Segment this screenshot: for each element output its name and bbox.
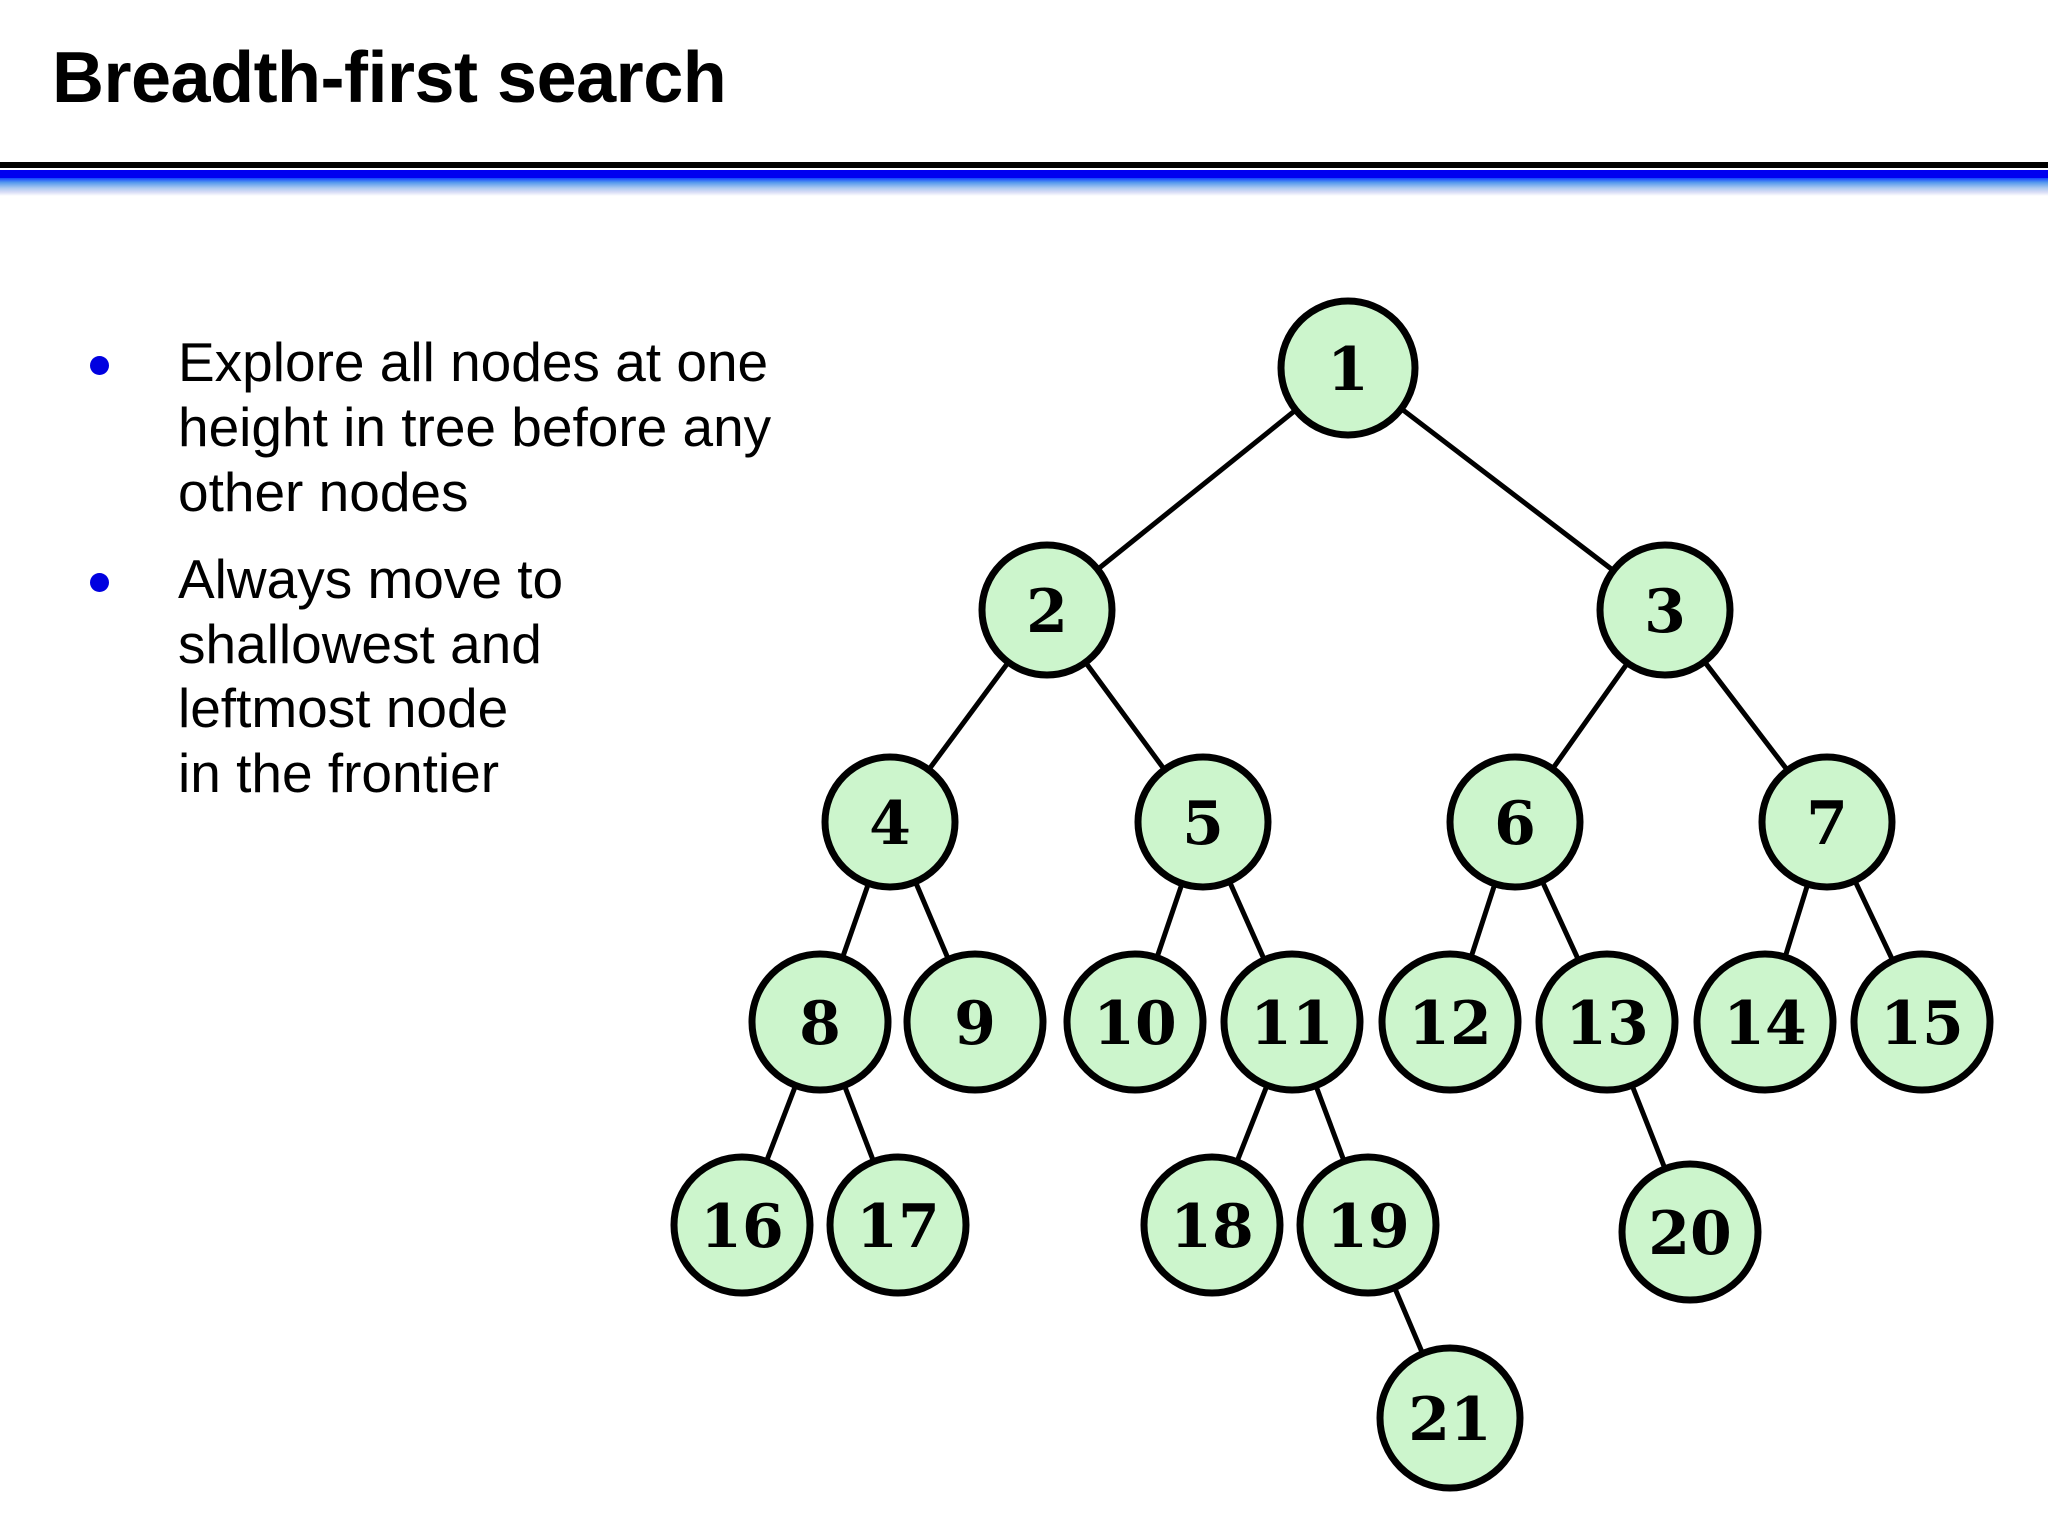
tree-node-label: 6 (1494, 789, 1536, 859)
tree-node-14[interactable]: 14 (1693, 950, 1837, 1094)
tree-edge (1398, 405, 1617, 574)
tree-node-1[interactable]: 1 (1277, 297, 1419, 439)
tree-edge (1782, 881, 1811, 960)
tree-node-6[interactable]: 6 (1446, 753, 1584, 891)
list-item: Always move to shallowest and leftmost n… (90, 547, 970, 807)
tree-node-circle[interactable] (670, 1153, 814, 1297)
bullet-dot-icon (90, 356, 109, 375)
tree-node-label: 2 (1026, 577, 1068, 647)
tree-node-15[interactable]: 15 (1850, 950, 1994, 1094)
tree-node-21[interactable]: 21 (1376, 1344, 1524, 1492)
tree-node-label: 21 (1408, 1385, 1492, 1455)
tree-node-circle[interactable] (1446, 753, 1584, 891)
tree-node-label: 13 (1565, 989, 1649, 1059)
tree-node-20[interactable]: 20 (1618, 1160, 1762, 1304)
page-title: Breadth-first search (52, 38, 727, 118)
tree-node-18[interactable]: 18 (1140, 1153, 1284, 1297)
tree-node-circle[interactable] (1618, 1160, 1762, 1304)
tree-node-circle[interactable] (826, 1153, 970, 1297)
tree-node-label: 18 (1170, 1192, 1254, 1262)
bullet-list: Explore all nodes at one height in tree … (90, 330, 970, 828)
tree-node-label: 11 (1250, 989, 1334, 1059)
tree-node-10[interactable]: 10 (1063, 950, 1207, 1094)
tree-edge (912, 879, 952, 963)
tree-node-circle[interactable] (1758, 753, 1896, 891)
tree-node-circle[interactable] (1277, 297, 1419, 439)
title-divider (0, 162, 2048, 196)
tree-edge (1549, 659, 1631, 773)
tree-edge (1468, 881, 1498, 961)
tree-edge (1539, 878, 1582, 964)
tree-node-17[interactable]: 17 (826, 1153, 970, 1297)
tree-node-label: 15 (1880, 989, 1964, 1059)
tree-node-label: 12 (1408, 989, 1492, 1059)
tree-node-circle[interactable] (1376, 1344, 1524, 1492)
tree-node-2[interactable]: 2 (978, 541, 1116, 679)
tree-node-circle[interactable] (1535, 950, 1679, 1094)
divider-blue-line (0, 170, 2048, 178)
tree-node-circle[interactable] (1063, 950, 1207, 1094)
bullet-text: Explore all nodes at one height in tree … (178, 331, 772, 523)
divider-gradient-band (0, 178, 2048, 196)
bullet-dot-icon (90, 572, 109, 592)
tree-edge (1082, 659, 1168, 773)
tree-node-circle[interactable] (1378, 950, 1522, 1094)
tree-node-label: 9 (954, 989, 996, 1059)
tree-node-circle[interactable] (1850, 950, 1994, 1094)
tree-node-circle[interactable] (1596, 541, 1734, 679)
tree-node-circle[interactable] (1693, 950, 1837, 1094)
tree-node-9[interactable]: 9 (903, 950, 1047, 1094)
tree-node-13[interactable]: 13 (1535, 950, 1679, 1094)
tree-edge (763, 1082, 799, 1165)
tree-node-19[interactable]: 19 (1296, 1153, 1440, 1297)
tree-edge (1391, 1284, 1426, 1357)
tree-node-label: 14 (1723, 989, 1807, 1059)
tree-edge (839, 880, 872, 961)
tree-node-circle[interactable] (1134, 753, 1272, 891)
tree-node-circle[interactable] (903, 950, 1047, 1094)
tree-node-circle[interactable] (1140, 1153, 1284, 1297)
tree-node-label: 20 (1648, 1199, 1732, 1269)
tree-node-11[interactable]: 11 (1220, 950, 1364, 1094)
tree-node-label: 1 (1327, 335, 1369, 405)
tree-node-label: 7 (1806, 789, 1848, 859)
tree-node-16[interactable]: 16 (670, 1153, 814, 1297)
tree-node-circle[interactable] (748, 950, 892, 1094)
bullet-text: Always move to shallowest and leftmost n… (178, 547, 564, 805)
tree-edge (1226, 878, 1268, 963)
tree-node-label: 16 (700, 1192, 784, 1262)
tree-node-circle[interactable] (1220, 950, 1364, 1094)
tree-edge (1233, 1082, 1271, 1165)
tree-edge (841, 1082, 877, 1165)
tree-node-circle[interactable] (1296, 1153, 1440, 1297)
tree-edge (1094, 406, 1299, 573)
tree-node-label: 5 (1182, 789, 1224, 859)
tree-edge (1153, 880, 1186, 961)
tree-edge (1628, 1082, 1669, 1172)
tree-edge (1312, 1082, 1348, 1165)
tree-node-label: 10 (1093, 989, 1177, 1059)
list-item: Explore all nodes at one height in tree … (90, 330, 970, 525)
tree-edge (1701, 658, 1791, 774)
bullet-marker-cell (90, 330, 178, 375)
tree-node-label: 8 (799, 989, 841, 1059)
tree-node-12[interactable]: 12 (1378, 950, 1522, 1094)
tree-node-circle[interactable] (978, 541, 1116, 679)
tree-node-5[interactable]: 5 (1134, 753, 1272, 891)
tree-edge (1851, 877, 1896, 964)
divider-black-line (0, 162, 2048, 168)
tree-node-label: 17 (856, 1192, 940, 1262)
tree-node-3[interactable]: 3 (1596, 541, 1734, 679)
tree-node-label: 19 (1326, 1192, 1410, 1262)
tree-node-8[interactable]: 8 (748, 950, 892, 1094)
bullet-marker-cell (90, 547, 178, 592)
tree-node-label: 3 (1644, 577, 1686, 647)
tree-node-7[interactable]: 7 (1758, 753, 1896, 891)
